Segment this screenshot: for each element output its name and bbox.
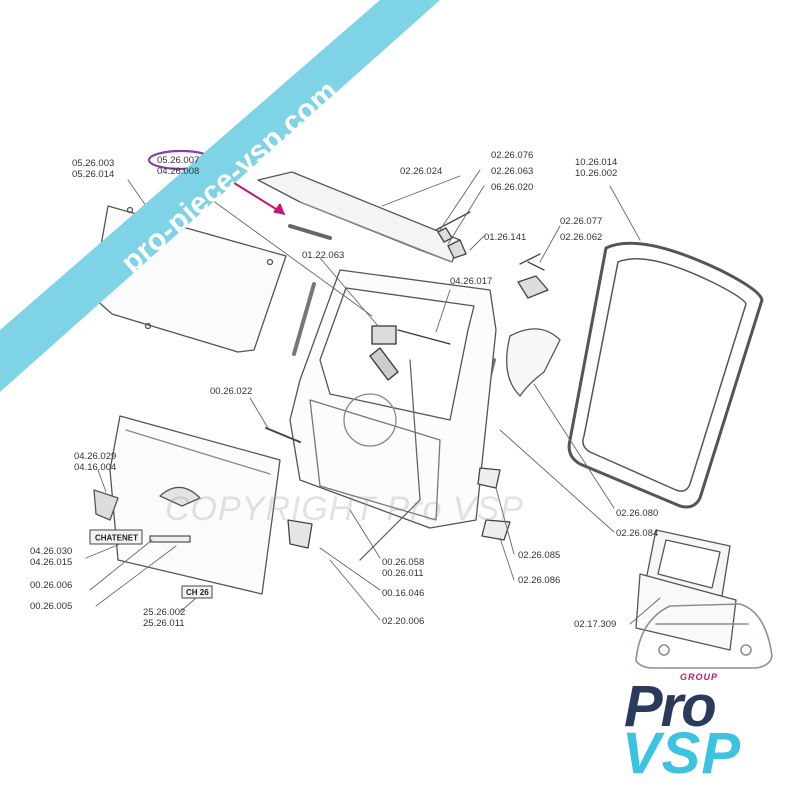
leader-lines xyxy=(85,169,661,625)
ref-trim-b: 00.26.005 xyxy=(30,601,73,612)
brand-name-bottom: VSP xyxy=(622,721,742,786)
name-plate: CHATENET xyxy=(89,529,143,545)
name-plate-text: CHATENET xyxy=(95,534,138,543)
top-seal-strip xyxy=(288,224,332,240)
cover-shell xyxy=(506,328,561,397)
logo-car-outline xyxy=(635,603,773,669)
site-banner xyxy=(0,0,440,392)
door-seal xyxy=(567,241,764,509)
spoiler xyxy=(257,171,461,263)
door-frame xyxy=(289,269,497,561)
model-plate-text: CH 26 xyxy=(186,588,209,597)
ref-spoiler: 02.26.024 xyxy=(400,166,443,177)
ref-hinge-b: 01.26.141 xyxy=(484,232,527,243)
ref-lock-c: 02.20.006 xyxy=(382,616,425,627)
ref-strut: 01.22.063 xyxy=(302,250,345,261)
ref-clip-b: 02.26.086 xyxy=(518,575,561,586)
ref-assembly: 02.17.309 xyxy=(574,619,617,630)
ref-clip-a: 02.26.085 xyxy=(518,550,561,561)
ref-cover-b: 02.26.084 xyxy=(616,528,659,539)
brand-group-label: GROUP xyxy=(680,672,719,682)
ref-cable: 00.26.022 xyxy=(210,386,253,397)
ref-cover-a: 02.26.080 xyxy=(616,508,659,519)
ref-wiper: 04.26.017 xyxy=(450,276,493,287)
brand-logo: GROUP Pro VSP xyxy=(600,580,790,786)
ref-lock-b: 00.16.046 xyxy=(382,588,425,599)
brand-name-top: Pro xyxy=(624,674,717,739)
copyright-watermark: COPYRIGHT Pro VSP xyxy=(165,490,524,528)
model-plate: CH 26 xyxy=(181,585,213,599)
tailgate-panel xyxy=(109,415,281,595)
wiper-motor xyxy=(369,325,451,381)
latch-parts xyxy=(265,427,511,549)
hinge-set xyxy=(435,211,549,299)
emblem-badge xyxy=(93,489,119,521)
ref-trim-a: 00.26.006 xyxy=(30,580,73,591)
assembly-thumbnail xyxy=(635,529,737,651)
